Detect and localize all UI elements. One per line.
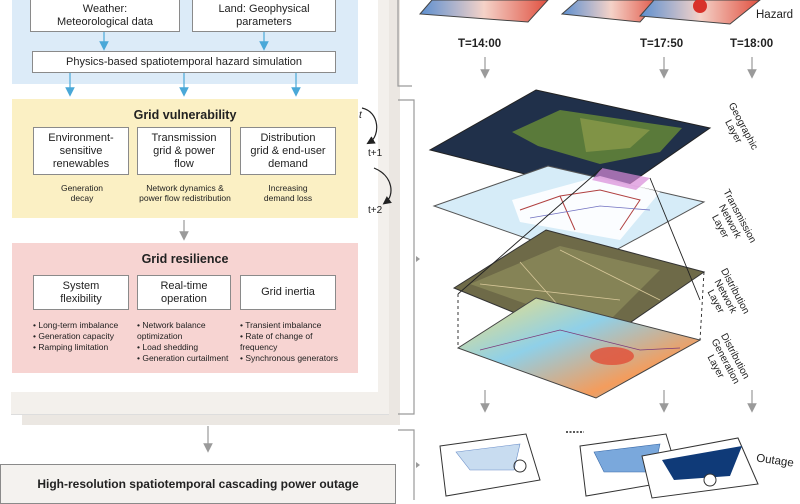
outage-maps [439,431,759,499]
resilience-box-flexibility: System flexibility [33,275,129,310]
distribution-network-layer-label: Distribution Network Layer [704,266,752,317]
vulnerability-box-label: Environment- sensitive renewables [48,131,114,170]
vulnerability-box-distribution: Distribution grid & end-user demand [240,127,336,175]
land-input-label: Land: Geophysical parameters [218,2,310,28]
bullet-item: Generation capacity [33,331,137,342]
bullet-item: Long-term imbalance [33,320,137,331]
bullet-item: Transient imbalance [240,320,352,331]
bullet-item: Synchronous generators [240,353,352,364]
physics-simulation-label: Physics-based spatiotemporal hazard simu… [65,55,302,68]
bullet-item: Load shedding [137,342,241,353]
time-18-label: T=18:00 [730,38,774,50]
distribution-network-layer [452,229,706,347]
time-1750-label: T=17:50 [640,38,684,50]
resilience-box-operation: Real-time operation [137,275,231,310]
resilience-box-inertia: Grid inertia [240,275,336,310]
hazard-maps [418,0,761,25]
output-box: High-resolution spatiotemporal cascading… [0,464,396,504]
bullet-item: Rate of change of frequency [240,331,352,353]
output-label: High-resolution spatiotemporal cascading… [37,476,359,491]
resilience-box-label: Real-time operation [160,279,208,305]
resilience-box-label: Grid inertia [261,286,315,298]
bullet-item: Network balance optimization [137,320,241,342]
vulnerability-title: Grid vulnerability [133,108,237,122]
bullet-item: Generation curtailment [137,353,241,364]
time-label-t: t [359,110,362,121]
distribution-generation-layer-label: Distribution Generation Layer [704,331,752,386]
weather-input-box: Weather: Meteorological data [30,0,180,32]
time-label-t1: t+1 [368,148,383,159]
vulnerability-box-label: Distribution grid & end-user demand [250,131,326,170]
vulnerability-box-transmission: Transmission grid & power flow [137,127,231,175]
distribution-generation-layer [456,297,702,399]
vulnerability-note-network: Network dynamics & power flow redistribu… [139,183,231,203]
inertia-bullets: Transient imbalance Rate of change of fr… [240,320,352,364]
land-input-box: Land: Geophysical parameters [192,0,336,32]
weather-input-label: Weather: Meteorological data [56,2,153,28]
geographic-layer-label: Geographic Layer [722,101,760,152]
hazard-label: Hazard [756,9,794,21]
bullet-item: Ramping limitation [33,342,137,353]
transmission-network-layer [432,165,706,263]
time-label-t2: t+2 [368,205,383,216]
resilience-title: Grid resilience [141,252,229,266]
time-14-label: T=14:00 [458,38,502,50]
vulnerability-note-demand: Increasing demand loss [263,183,313,203]
vulnerability-box-renewables: Environment- sensitive renewables [33,127,129,175]
vulnerability-note-generation: Generation decay [60,183,104,203]
flexibility-bullets: Long-term imbalance Generation capacity … [33,320,137,353]
geographic-layer [428,89,712,197]
resilience-box-label: System flexibility [60,279,102,305]
operation-bullets: Network balance optimization Load sheddi… [137,320,241,364]
vulnerability-box-label: Transmission grid & power flow [151,131,217,170]
outage-label: Outage [755,452,795,470]
physics-simulation-box: Physics-based spatiotemporal hazard simu… [32,51,336,73]
layer-connector-lines [457,167,705,348]
section-brackets [397,0,415,500]
transmission-layer-label: Transmission Network Layer [709,187,758,246]
